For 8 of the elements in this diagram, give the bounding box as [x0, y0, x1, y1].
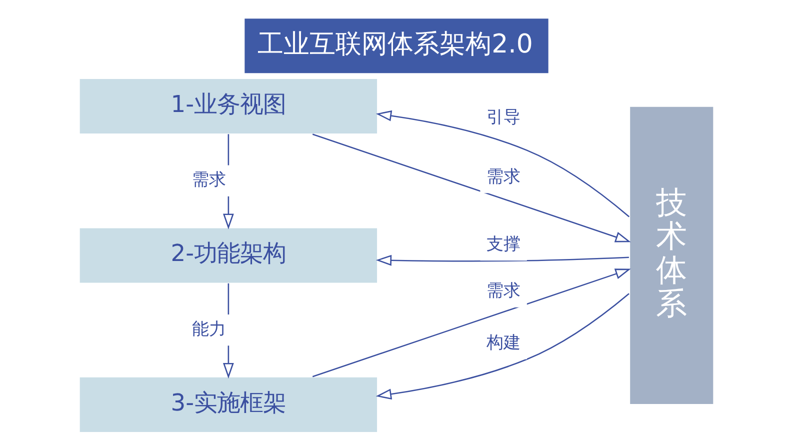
edge-label: 能力 — [192, 318, 226, 338]
edge-label: 需求 — [486, 166, 521, 186]
diagram-title: 工业互联网体系架构2.0 — [258, 29, 533, 60]
edge-label: 引导 — [486, 106, 521, 126]
edge-label: 构建 — [486, 332, 521, 352]
edge-label: 支撑 — [486, 233, 521, 254]
edge-label: 需求 — [192, 169, 226, 190]
edge-label: 需求 — [486, 280, 521, 300]
